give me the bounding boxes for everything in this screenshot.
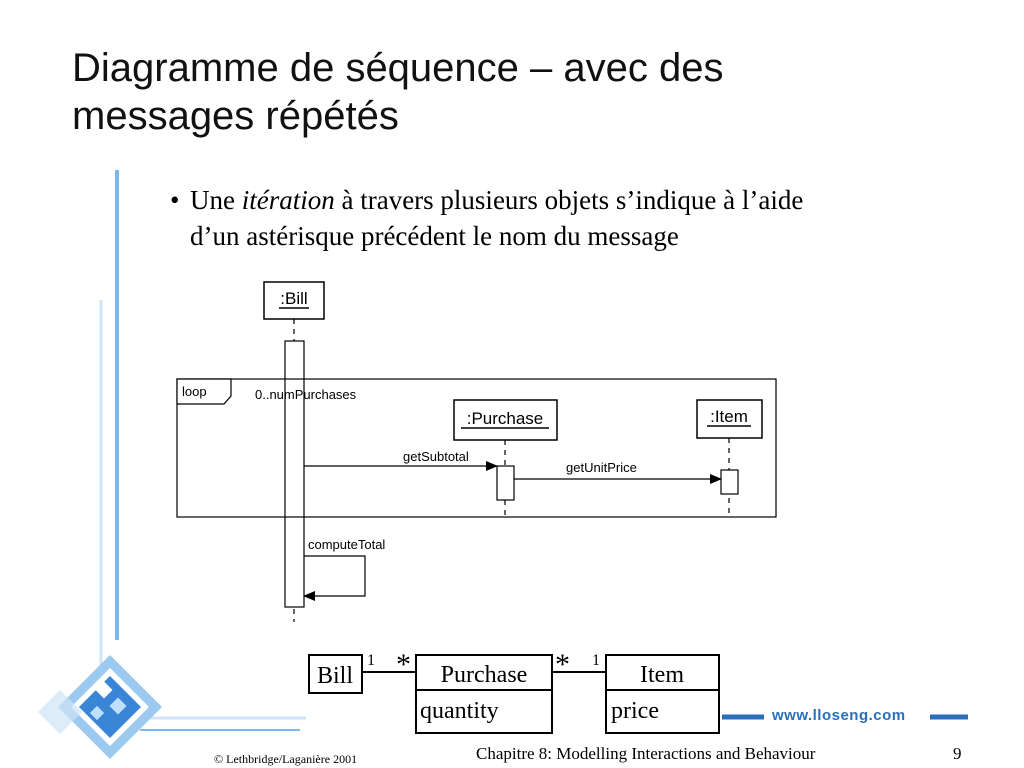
- purchase-activation-bar: [496, 465, 515, 501]
- bullet-text: Une itération à travers plusieurs objets…: [172, 182, 992, 254]
- message-get-unit-price-label: getUnitPrice: [566, 460, 637, 475]
- bullet-point: • Une itération à travers plusieurs obje…: [170, 182, 992, 254]
- class-diagram: Bill 1 * Purchase quantity * 1 Item pric…: [308, 648, 720, 734]
- message-compute-total-arrow: [303, 555, 366, 601]
- website-label: www.lloseng.com: [772, 707, 906, 724]
- lifeline-item-label: :Item: [710, 407, 748, 426]
- loop-guard: 0..numPurchases: [255, 387, 357, 402]
- bullet-text-part-1: Une: [190, 185, 242, 215]
- multiplicity-purchase-right: *: [555, 648, 570, 681]
- bullet-text-italic: itération: [241, 185, 335, 215]
- class-bill-name: Bill: [317, 663, 353, 689]
- class-purchase-box: [415, 654, 553, 734]
- loop-frame: [176, 378, 777, 518]
- message-get-subtotal-label: getSubtotal: [403, 449, 469, 464]
- multiplicity-purchase-left: *: [396, 648, 411, 681]
- bullet-text-part-2: à travers plusieurs objets s’indique à l…: [334, 185, 804, 215]
- bill-activation-bar: [284, 340, 305, 608]
- class-bill-box: [308, 654, 363, 694]
- footer-copyright: © Lethbridge/Laganière 2001: [214, 752, 358, 766]
- slide-title-line-2: messages répétés: [72, 94, 399, 138]
- class-item-attribute: price: [611, 698, 659, 724]
- item-activation-bar: [720, 469, 739, 495]
- multiplicity-bill: 1: [367, 652, 375, 669]
- lifeline-item-box: [696, 399, 763, 439]
- class-item-name: Item: [640, 662, 684, 688]
- class-item-box: [605, 654, 720, 734]
- lifeline-purchase-label: :Purchase: [467, 409, 544, 428]
- loop-label: loop: [182, 384, 207, 399]
- message-compute-total-label: computeTotal: [308, 537, 385, 552]
- page-number: 9: [953, 744, 962, 763]
- class-purchase-name: Purchase: [441, 662, 528, 688]
- multiplicity-item: 1: [592, 652, 600, 669]
- lifeline-bill-box: [263, 281, 325, 320]
- bullet-text-line-2: d’un astérisque précédent le nom du mess…: [190, 221, 679, 251]
- loop-frame-tab: [176, 378, 232, 405]
- class-purchase-attribute: quantity: [420, 698, 499, 724]
- lifeline-bill-label: :Bill: [280, 289, 307, 308]
- logo-diamond-icon: [38, 655, 162, 759]
- slide-title-line-1: Diagramme de séquence – avec des: [72, 46, 724, 90]
- slide-title: Diagramme de séquence – avec des message…: [72, 44, 972, 140]
- footer-chapter: Chapitre 8: Modelling Interactions and B…: [476, 744, 816, 763]
- bullet-marker: •: [170, 185, 180, 215]
